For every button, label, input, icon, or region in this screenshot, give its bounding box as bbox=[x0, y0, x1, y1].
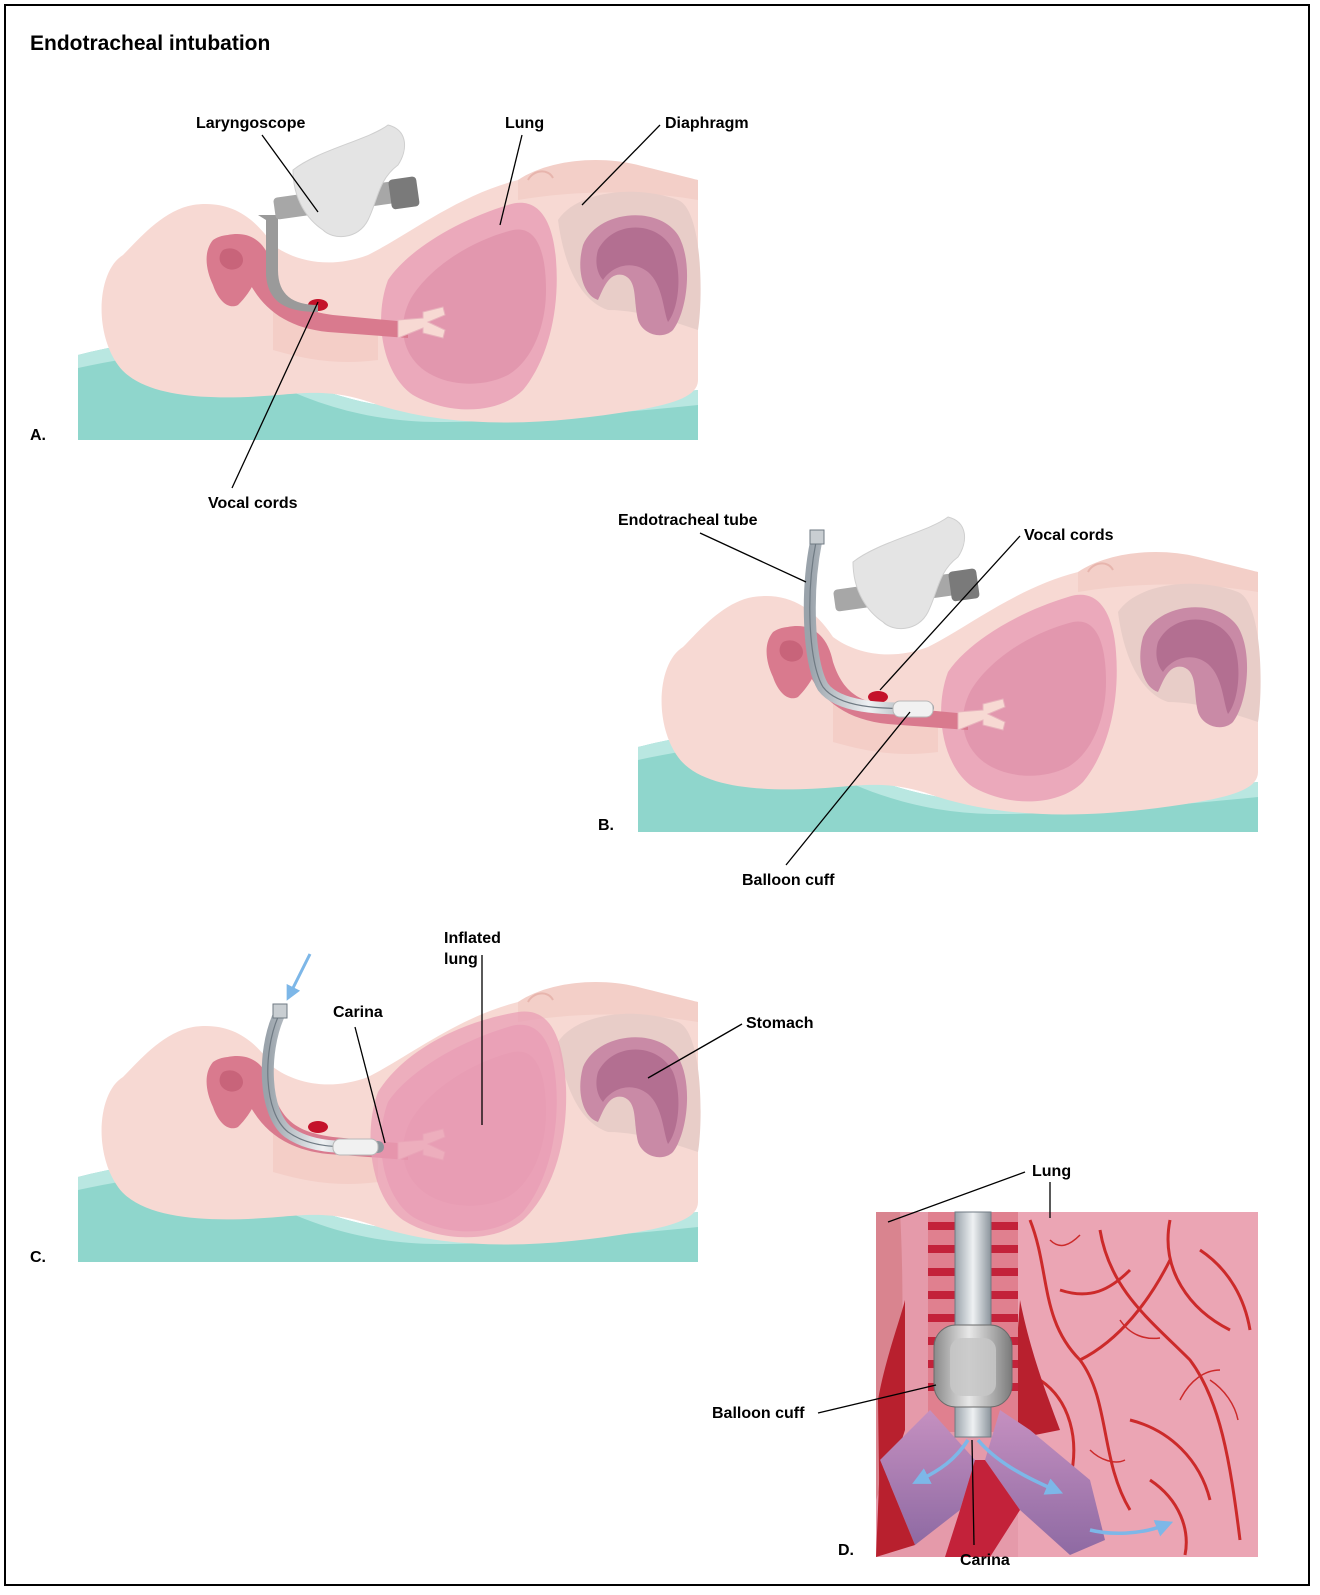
figure-title: Endotracheal intubation bbox=[30, 32, 270, 55]
label-vocal-cords-a: Vocal cords bbox=[208, 495, 298, 512]
panel-letter-b: B. bbox=[598, 817, 614, 834]
panel-letter-d: D. bbox=[838, 1542, 854, 1559]
label-diaphragm: Diaphragm bbox=[665, 115, 749, 132]
label-lung-a: Lung bbox=[505, 115, 544, 132]
patient-illustration-b bbox=[638, 517, 1261, 832]
leader-endotracheal-tube bbox=[700, 533, 806, 582]
label-carina-d: Carina bbox=[960, 1552, 1010, 1569]
label-laryngoscope: Laryngoscope bbox=[196, 115, 305, 132]
panel-letter-a: A. bbox=[30, 427, 46, 444]
panel-c: C. Inflated lung Carina Stomach bbox=[30, 930, 814, 1266]
label-carina-c: Carina bbox=[333, 1004, 383, 1021]
label-balloon-cuff-b: Balloon cuff bbox=[742, 872, 835, 889]
label-inflated-lung-1: Inflated bbox=[444, 930, 501, 947]
label-vocal-cords-b: Vocal cords bbox=[1024, 527, 1114, 544]
panel-b: B. Endotracheal tube Vocal cords Balloon… bbox=[598, 512, 1261, 889]
label-balloon-cuff-d: Balloon cuff bbox=[712, 1405, 805, 1422]
panel-a: A. Laryngoscope Lung Diaphragm Vocal cor… bbox=[30, 115, 749, 512]
label-lung-d: Lung bbox=[1032, 1163, 1071, 1180]
label-stomach: Stomach bbox=[746, 1015, 814, 1032]
panel-letter-c: C. bbox=[30, 1249, 46, 1266]
label-endotracheal-tube: Endotracheal tube bbox=[618, 512, 758, 529]
label-inflated-lung-2: lung bbox=[444, 951, 478, 968]
patient-illustration-c bbox=[78, 954, 701, 1262]
panel-d: D. Lung Balloon cuff Carina bbox=[712, 1163, 1258, 1569]
patient-illustration-a bbox=[78, 125, 701, 440]
